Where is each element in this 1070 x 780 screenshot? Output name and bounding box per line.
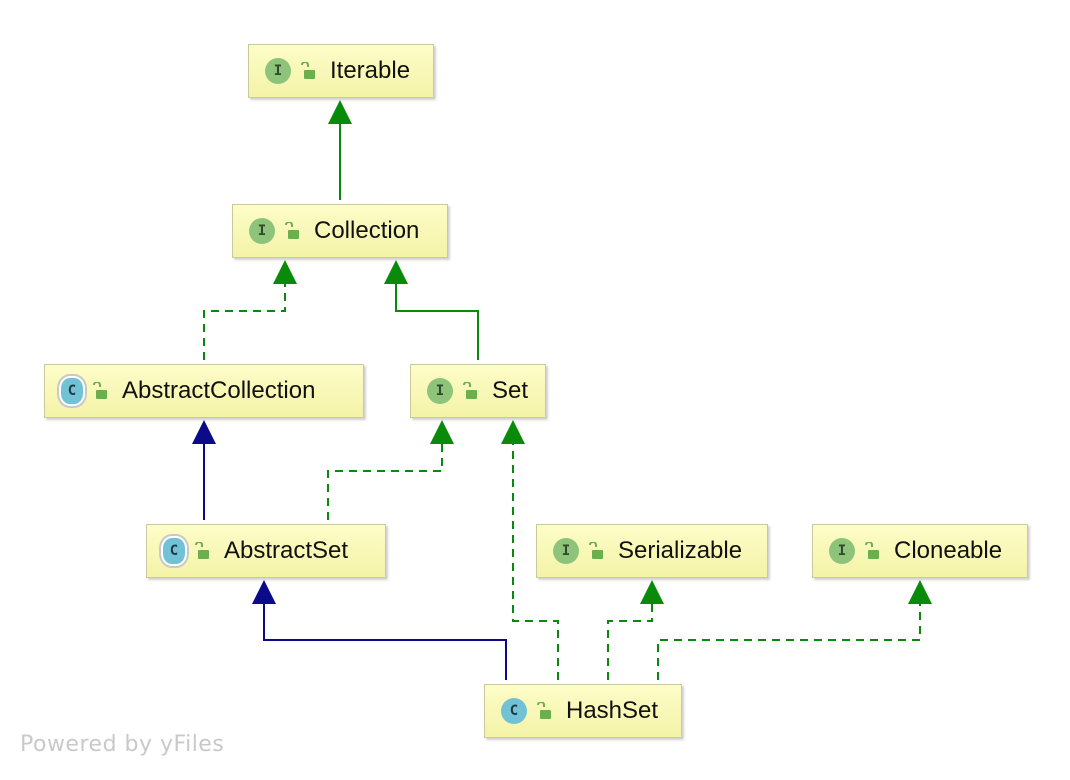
node-abstractset[interactable]: C AbstractSet [146, 524, 386, 578]
edge-set-collection [384, 260, 479, 360]
unlocked-icon [285, 222, 299, 239]
node-label: Collection [314, 217, 420, 244]
interface-icon: I [427, 378, 453, 404]
node-cloneable[interactable]: I Cloneable [812, 524, 1028, 578]
node-collection[interactable]: I Collection [232, 204, 448, 258]
node-set[interactable]: I Set [410, 364, 546, 418]
edge-abstractset-set [327, 420, 454, 520]
node-label: Cloneable [894, 537, 1003, 564]
interface-icon: I [829, 538, 855, 564]
abstract-class-icon: C [163, 538, 185, 564]
interface-icon: I [265, 58, 291, 84]
edge-hashset-serializable [607, 580, 664, 680]
node-label: Serializable [618, 537, 743, 564]
node-label: AbstractSet [224, 537, 349, 564]
class-icon: C [501, 698, 527, 724]
node-label: HashSet [566, 697, 659, 724]
node-iterable[interactable]: I Iterable [248, 44, 434, 98]
edge-abstractcollection-collection [203, 260, 297, 360]
node-label: Set [492, 377, 529, 404]
unlocked-icon [93, 382, 107, 399]
edge-hashset-cloneable [657, 580, 932, 680]
node-serializable[interactable]: I Serializable [536, 524, 768, 578]
yfiles-watermark: Powered by yFiles [20, 732, 225, 757]
edge-hashset-abstractset [252, 580, 507, 680]
unlocked-icon [589, 542, 603, 559]
edge-abstractset-abstractcollection [192, 420, 216, 520]
unlocked-icon [301, 62, 315, 79]
abstract-class-icon: C [61, 378, 83, 404]
unlocked-icon [865, 542, 879, 559]
unlocked-icon [463, 382, 477, 399]
interface-icon: I [553, 538, 579, 564]
interface-icon: I [249, 218, 275, 244]
node-abstractcollection[interactable]: C AbstractCollection [44, 364, 364, 418]
edge-hashset-set [501, 420, 559, 680]
node-label: Iterable [330, 57, 411, 84]
unlocked-icon [195, 542, 209, 559]
node-hashset[interactable]: C HashSet [484, 684, 682, 738]
unlocked-icon [537, 702, 551, 719]
node-label: AbstractCollection [122, 377, 316, 404]
edge-collection-iterable [328, 100, 352, 200]
